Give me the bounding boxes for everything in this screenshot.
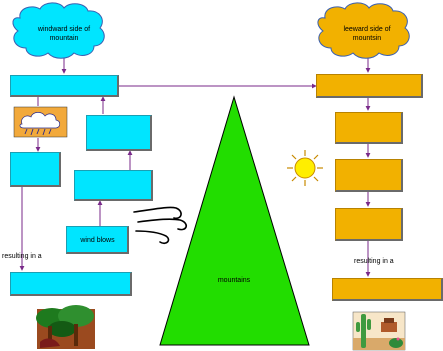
resulting-in-left-label: resulting in a: [2, 253, 42, 260]
wind-blows-label: wind blows: [80, 237, 115, 244]
mountain-shape: [159, 95, 310, 346]
leeward-bottom-box: [332, 278, 443, 301]
resulting-in-right-label: resulting in a: [354, 258, 394, 265]
windward-right-box: [86, 115, 152, 151]
leeward-cloud: [317, 2, 410, 59]
windward-middle-box: [74, 170, 153, 201]
leeward-box-4: [335, 208, 403, 241]
leeward-top-box: [316, 74, 423, 98]
windward-left-box: [10, 152, 61, 187]
windward-cloud: [12, 2, 105, 59]
forest-icon: [36, 305, 95, 349]
wind-icon: [133, 206, 187, 245]
wind-blows-box: [66, 226, 129, 254]
windward-cloud-label: windward side of mountain: [37, 26, 91, 42]
mountains-label: mountains: [217, 277, 251, 284]
leeward-box-2: [335, 112, 403, 144]
leeward-box-3: [335, 159, 403, 192]
windward-top-box: [10, 75, 119, 97]
rain-cloud-icon: [13, 106, 68, 138]
windward-bottom-box: [10, 272, 132, 296]
desert-cactus-icon: [352, 311, 406, 351]
leeward-cloud-label: leeward side of mountsin: [343, 26, 391, 42]
sun-icon: [287, 150, 323, 186]
